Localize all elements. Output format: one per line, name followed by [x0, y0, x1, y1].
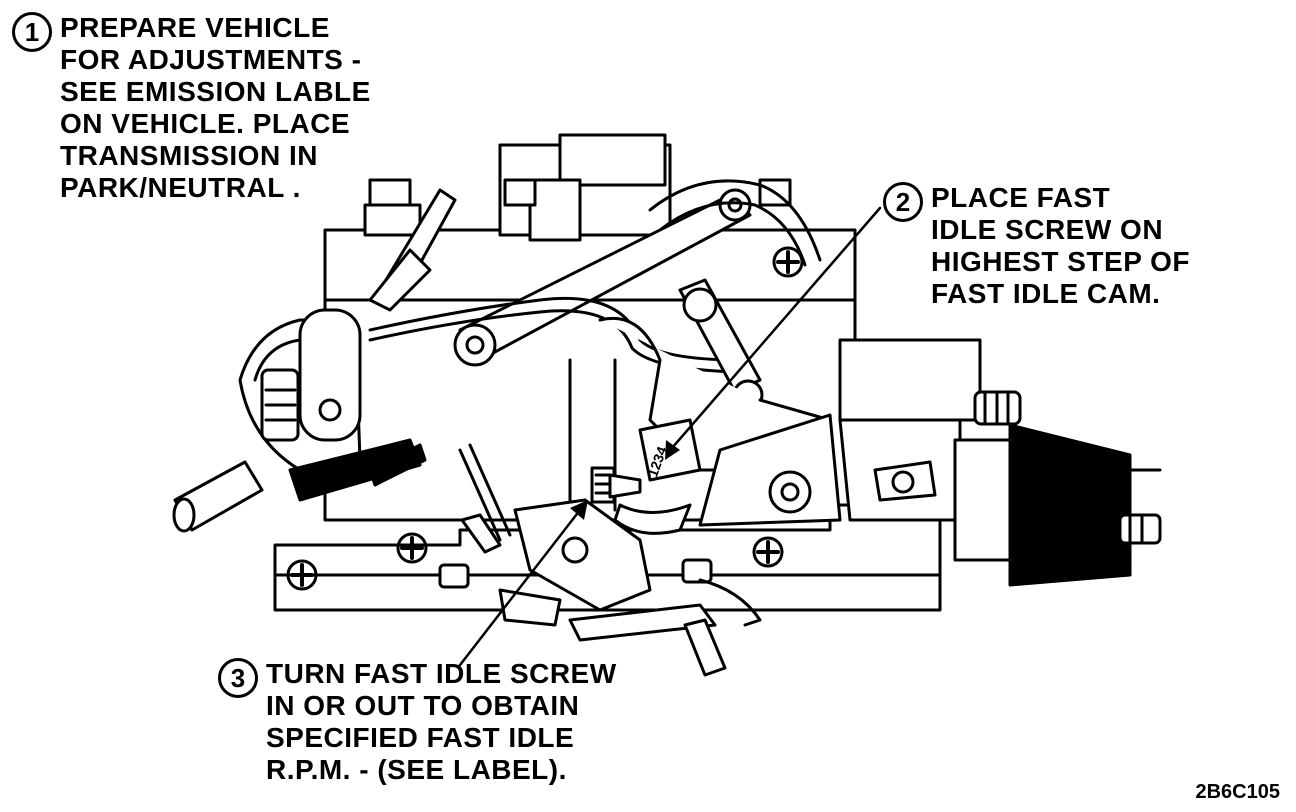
- step-1-line: PARK/NEUTRAL .: [60, 172, 301, 203]
- choke-assembly: [172, 308, 427, 533]
- diagram-code: 2B6C105: [1195, 781, 1280, 803]
- step-3-line: TURN FAST IDLE SCREW: [266, 658, 617, 689]
- leader-step-3: [458, 508, 582, 667]
- step-1-line: ON VEHICLE. PLACE: [60, 108, 351, 139]
- step-3-line: IN OR OUT TO OBTAIN: [266, 690, 580, 721]
- callout-leaders: [458, 206, 882, 667]
- throttle-levers: [458, 443, 762, 677]
- step-2-line: PLACE FAST: [931, 182, 1111, 213]
- step-3-number: 3: [218, 658, 258, 698]
- step-1-number: 1: [12, 12, 52, 52]
- step-3-line: SPECIFIED FAST IDLE: [266, 722, 575, 753]
- step-1-line: PREPARE VEHICLE: [60, 12, 330, 43]
- step-3-callout: 3 TURN FAST IDLE SCREW IN OR OUT TO OBTA…: [218, 658, 617, 786]
- leader-step-2: [670, 206, 882, 450]
- step-1-callout: 1 PREPARE VEHICLE FOR ADJUSTMENTS - SEE …: [12, 12, 371, 204]
- step-1-line: TRANSMISSION IN: [60, 140, 318, 171]
- step-2-number: 2: [883, 182, 923, 222]
- step-2-callout: 2 PLACE FAST IDLE SCREW ON HIGHEST STEP …: [883, 182, 1190, 310]
- step-1-line: SEE EMISSION LABLE: [60, 76, 371, 107]
- step-2-line: FAST IDLE CAM.: [931, 278, 1161, 309]
- step-3-line: R.P.M. - (SEE LABEL).: [266, 754, 567, 785]
- step-1-text: PREPARE VEHICLE FOR ADJUSTMENTS - SEE EM…: [60, 12, 371, 204]
- fast-idle-screw: [590, 466, 692, 535]
- step-2-text: PLACE FAST IDLE SCREW ON HIGHEST STEP OF…: [931, 182, 1190, 310]
- step-3-text: TURN FAST IDLE SCREW IN OR OUT TO OBTAIN…: [266, 658, 617, 786]
- step-2-line: IDLE SCREW ON: [931, 214, 1164, 245]
- step-2-line: HIGHEST STEP OF: [931, 246, 1191, 277]
- throttle-linkage: [368, 188, 752, 374]
- step-1-line: FOR ADJUSTMENTS -: [60, 44, 362, 75]
- idle-solenoid: [838, 338, 1162, 587]
